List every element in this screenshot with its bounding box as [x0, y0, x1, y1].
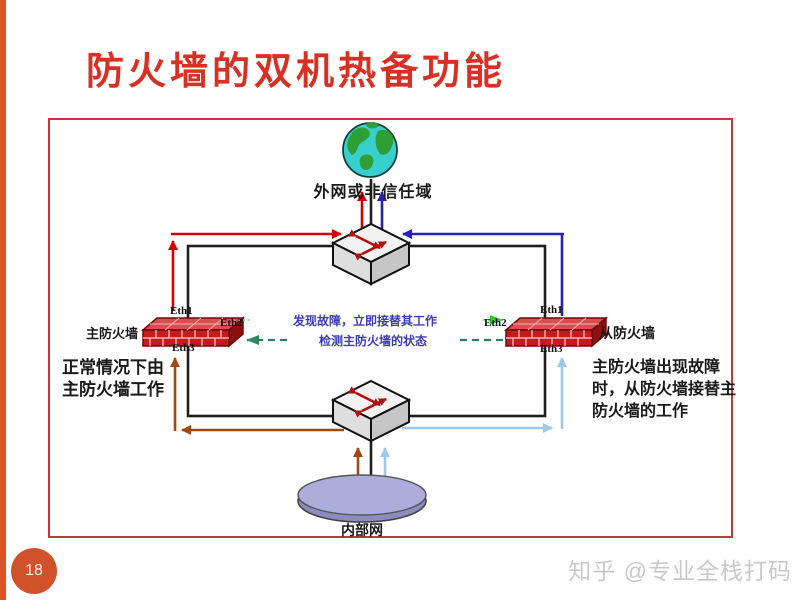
standby-firewall-label: 从防火墙	[599, 325, 655, 341]
downlinks-to-internal	[353, 442, 390, 477]
normal-operation-note-line1: 正常情况下由	[62, 358, 164, 377]
heartbeat-annotation: 检测主防火墙的状态	[288, 332, 458, 349]
normal-operation-note-line2: 主防火墙工作	[62, 380, 164, 399]
main-firewall-eth1-label: Eth1	[170, 305, 193, 317]
lightblue-link-bottom-switch-to-standby-eth3	[402, 357, 567, 433]
main-firewall-label: 主防火墙	[85, 326, 138, 341]
internal-network-icon	[297, 474, 427, 523]
bottom-switch-icon	[333, 381, 409, 441]
main-firewall-eth2-label: Eth2	[220, 317, 243, 329]
standby-firewall-icon	[505, 317, 607, 347]
normal-operation-note: 正常情况下由 主防火墙工作	[62, 357, 164, 401]
page-number-badge: 18	[11, 548, 57, 594]
failover-annotation: 发现故障，立即接替其工作	[250, 312, 480, 329]
failover-operation-note-line1: 主防火墙出现故障	[592, 359, 721, 376]
standby-firewall-eth1-label: Eth1	[540, 304, 563, 316]
brown-link-bottom-switch-to-main-eth3	[170, 357, 344, 435]
failover-operation-note: 主防火墙出现故障 时，从防火墙接替主 防火墙的工作	[592, 357, 736, 423]
main-firewall-eth3-label: Eth3	[172, 342, 195, 354]
red-link-main-firewall-to-top-switch	[168, 229, 342, 311]
top-switch-icon	[333, 224, 409, 284]
blue-link-standby-firewall-to-top-switch	[402, 229, 564, 316]
external-network-label: 外网或非信任域	[313, 184, 433, 201]
slide-accent-bar	[0, 0, 6, 600]
standby-firewall-eth2-label: Eth2	[484, 317, 507, 329]
watermark-text: 知乎 @专业全栈打码	[568, 558, 792, 584]
standby-firewall-eth3-label: Eth3	[540, 343, 563, 355]
failover-operation-note-line3: 防火墙的工作	[592, 403, 689, 420]
internal-network-label: 内部网	[341, 522, 383, 538]
external-network-globe-icon	[342, 121, 398, 178]
failover-operation-note-line2: 时，从防火墙接替主	[592, 381, 737, 398]
page-title: 防火墙的双机热备功能	[86, 51, 507, 93]
